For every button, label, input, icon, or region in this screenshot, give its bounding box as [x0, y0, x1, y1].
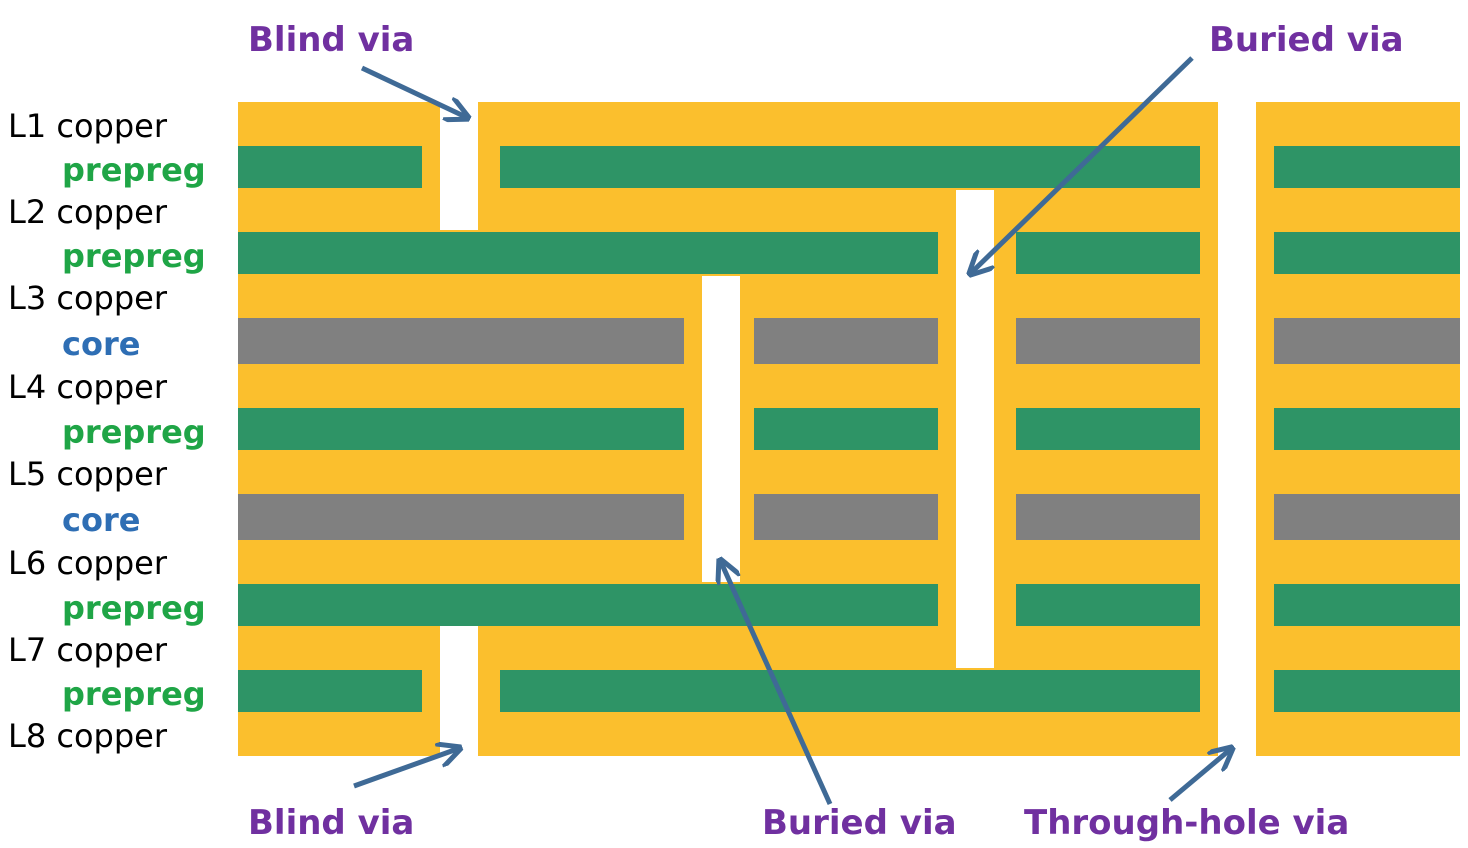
layer-label: prepreg	[62, 237, 206, 275]
prepreg-strip	[1274, 584, 1460, 626]
prepreg-strip	[238, 232, 938, 274]
layer-label: L8 copper	[8, 717, 168, 755]
prepreg-strip	[1016, 408, 1200, 450]
core-strip	[238, 318, 684, 364]
arrow-blind-via-top	[360, 65, 468, 118]
layer-label: prepreg	[62, 675, 206, 713]
callout-blind-via-bottom: Blind via	[248, 803, 414, 843]
callout-buried-via-bottom: Buried via	[762, 803, 957, 843]
callout-labels: Blind via Buried via Blind via Buried vi…	[248, 20, 1404, 843]
prepreg-strip	[1016, 232, 1200, 274]
arrow-buried-via-bottom	[720, 560, 833, 806]
core-strip	[1016, 318, 1200, 364]
layer-label: L4 copper	[8, 368, 168, 406]
layer-label: L3 copper	[8, 279, 168, 317]
core-strip	[1016, 494, 1200, 540]
prepreg-strip	[1274, 146, 1460, 188]
layer-label: L1 copper	[8, 107, 168, 145]
layer-label: L6 copper	[8, 544, 168, 582]
prepreg-strip	[1274, 232, 1460, 274]
blind-via-top-hole	[440, 102, 478, 230]
layer-label: L7 copper	[8, 631, 168, 669]
prepreg-strips	[238, 146, 1460, 712]
core-strip	[1274, 318, 1460, 364]
layer-label: prepreg	[62, 413, 206, 451]
arrow-buried-via-top	[970, 56, 1194, 274]
callout-buried-via-top: Buried via	[1209, 20, 1404, 60]
callout-blind-via-top: Blind via	[248, 20, 414, 60]
arrows	[353, 56, 1232, 806]
layer-label: prepreg	[62, 589, 206, 627]
callout-through-hole-via: Through-hole via	[1024, 803, 1349, 843]
prepreg-strip	[754, 408, 938, 450]
layer-label: L5 copper	[8, 455, 168, 493]
prepreg-strip	[238, 584, 938, 626]
arrow-blind-via-bottom	[353, 748, 460, 789]
core-strip	[754, 318, 938, 364]
prepreg-strip	[238, 670, 422, 712]
core-strip	[754, 494, 938, 540]
layer-labels: L1 copper prepreg L2 copper prepreg L3 c…	[8, 107, 206, 755]
prepreg-strip	[238, 146, 422, 188]
prepreg-strip	[1016, 584, 1200, 626]
through-hole-via-hole	[1218, 102, 1256, 756]
layer-label: core	[62, 501, 140, 539]
prepreg-strip	[238, 408, 684, 450]
core-strip	[1274, 494, 1460, 540]
arrow-through-hole-via	[1168, 748, 1232, 802]
core-strip	[238, 494, 684, 540]
layer-label: core	[62, 325, 140, 363]
blind-via-bottom-hole	[440, 626, 478, 756]
prepreg-strip	[500, 670, 1200, 712]
prepreg-strip	[1274, 408, 1460, 450]
core-strips	[238, 318, 1460, 540]
buried-via-inner-hole	[702, 276, 740, 582]
prepreg-strip	[1274, 670, 1460, 712]
layer-label: L2 copper	[8, 193, 168, 231]
buried-via-deep-hole	[956, 190, 994, 668]
layer-label: prepreg	[62, 151, 206, 189]
